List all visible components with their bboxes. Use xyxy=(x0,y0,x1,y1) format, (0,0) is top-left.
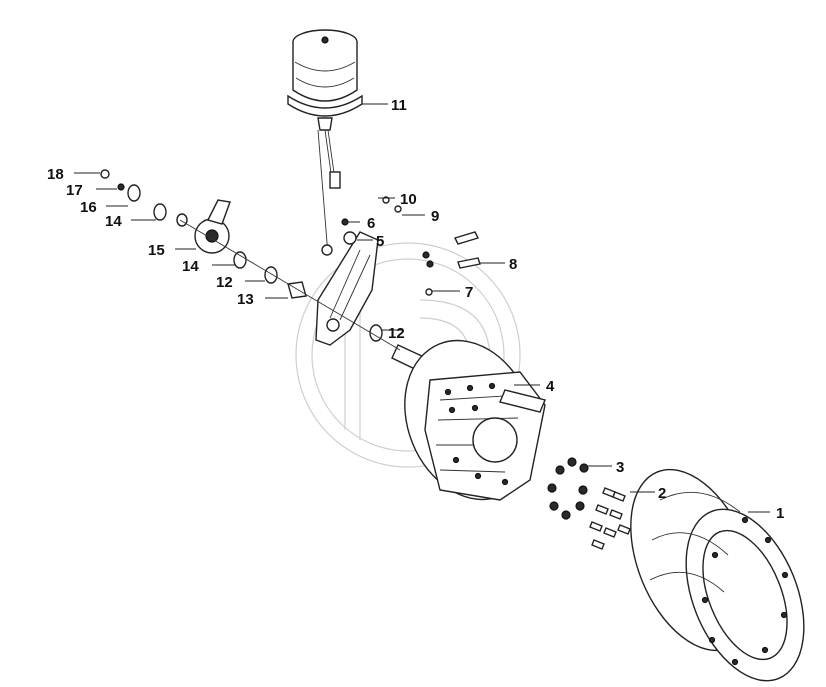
pin xyxy=(117,183,125,191)
callout-11: 11 xyxy=(391,97,407,114)
callout-6: 6 xyxy=(367,215,375,232)
shoe-rivets xyxy=(444,382,509,486)
small-hardware xyxy=(341,196,481,296)
brake-shoe-assembly xyxy=(404,339,546,501)
callout-10: 10 xyxy=(400,191,417,208)
callout-8: 8 xyxy=(509,256,517,273)
washers-and-rings xyxy=(127,184,383,342)
slack-adjuster xyxy=(194,199,231,254)
callout-labels: 1 2 3 4 5 6 7 8 9 10 11 12 12 13 14 14 1… xyxy=(47,97,784,522)
callout-4: 4 xyxy=(546,378,555,395)
leader-lines xyxy=(74,103,770,513)
callout-5: 5 xyxy=(376,233,384,250)
brake-chamber xyxy=(287,29,363,189)
callout-2: 2 xyxy=(658,485,666,502)
wheel-stud-ring xyxy=(547,457,589,520)
brake-drum xyxy=(630,468,805,682)
callout-7: 7 xyxy=(465,284,473,301)
callout-17: 17 xyxy=(66,182,83,199)
callout-15: 15 xyxy=(148,242,165,259)
callout-12-right: 12 xyxy=(388,325,405,342)
watermark-logo xyxy=(295,242,521,468)
callout-9: 9 xyxy=(431,208,439,225)
callout-3: 3 xyxy=(616,459,624,476)
grease-nipple xyxy=(100,169,110,179)
callout-12-left: 12 xyxy=(216,274,233,291)
callout-18: 18 xyxy=(47,166,64,183)
callout-14-upper: 14 xyxy=(105,213,122,230)
drum-bolts xyxy=(589,487,631,550)
camshaft-bracket xyxy=(315,231,379,346)
callout-16: 16 xyxy=(80,199,97,216)
callout-13: 13 xyxy=(237,291,254,308)
callout-1: 1 xyxy=(776,505,784,522)
callout-14-lower: 14 xyxy=(182,258,199,275)
